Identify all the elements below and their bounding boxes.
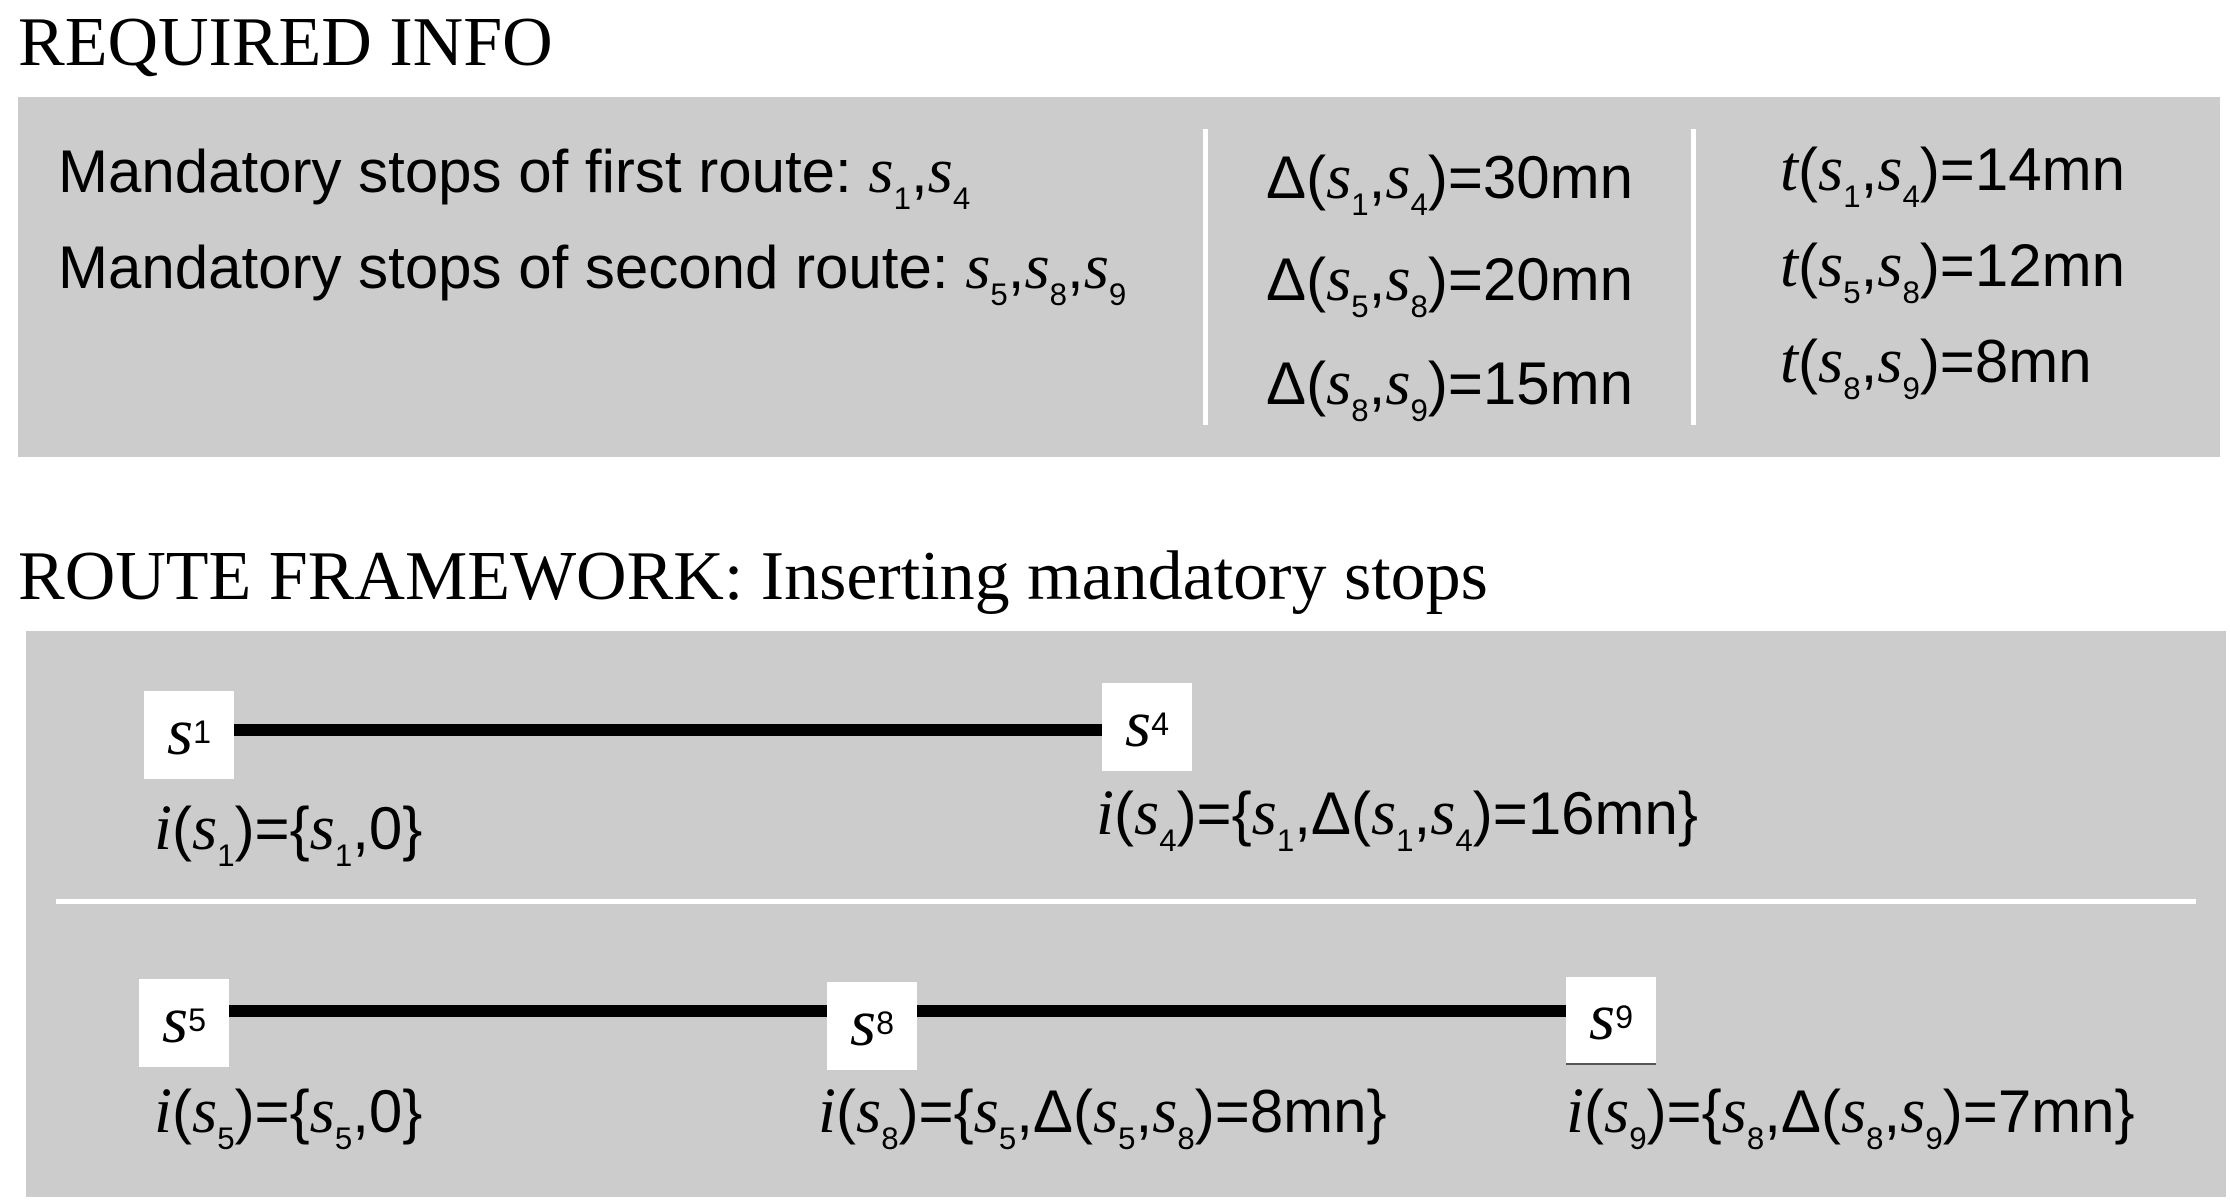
route1-label-s1: i(s1)={s1,0} — [154, 792, 423, 874]
route2-label-s9: i(s9)={s8,Δ(s8,s9)=7mn} — [1566, 1075, 2135, 1157]
route2-label-s5: i(s5)={s5,0} — [154, 1075, 423, 1157]
time-row-3: t(s8,s9)=8mn — [1780, 325, 2092, 407]
first-route-stops: Mandatory stops of first route: s1,s4 — [58, 135, 971, 217]
required-info-panel: Mandatory stops of first route: s1,s4 Ma… — [18, 97, 2220, 457]
route-divider — [56, 899, 2196, 904]
route1-label-s4: i(s4)={s1,Δ(s1,s4)=16mn} — [1096, 777, 1698, 859]
required-info-title: REQUIRED INFO — [18, 4, 553, 81]
time-row-1: t(s1,s4)=14mn — [1780, 133, 2125, 215]
route2-segment-2 — [916, 1005, 1596, 1017]
delta-row-2: Δ(s5,s8)=20mn — [1266, 243, 1634, 325]
route1-segment-1 — [226, 724, 1136, 736]
route-framework-title: ROUTE FRAMEWORK: Inserting mandatory sto… — [18, 538, 1488, 615]
route2-segment-1 — [221, 1005, 861, 1017]
info-divider-2 — [1691, 129, 1696, 425]
second-route-label: Mandatory stops of second route: — [58, 234, 949, 301]
delta-row-1: Δ(s1,s4)=30mn — [1266, 141, 1634, 223]
second-route-stops: Mandatory stops of second route: s5,s8,s… — [58, 231, 1127, 313]
first-route-label: Mandatory stops of first route: — [58, 138, 852, 205]
info-divider-1 — [1203, 129, 1208, 425]
delta-row-3: Δ(s8,s9)=15mn — [1266, 347, 1634, 429]
time-row-2: t(s5,s8)=12mn — [1780, 229, 2125, 311]
route2-label-s8: i(s8)={s5,Δ(s5,s8)=8mn} — [818, 1075, 1387, 1157]
